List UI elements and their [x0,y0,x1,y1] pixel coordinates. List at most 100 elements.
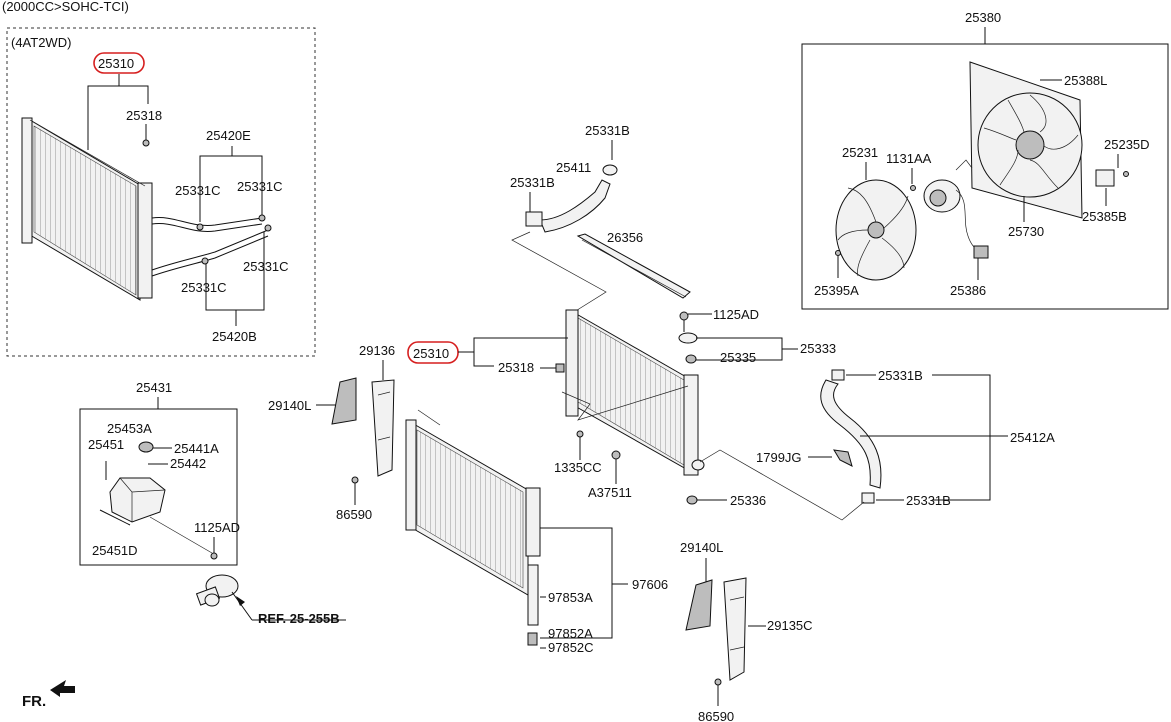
shroud-link-line [955,159,973,171]
filter-plug-icon [527,632,538,646]
part-25310-inset[interactable]: 25310 [98,56,134,71]
inset-oil-cooler-hoses[interactable] [151,214,272,277]
part-29140L-a[interactable]: 29140L [268,398,311,413]
part-1125AD-main[interactable]: 1125AD [713,307,759,322]
cooling-fan-blade[interactable] [835,179,917,281]
air-guard-29140L-b[interactable] [685,579,713,631]
guide-line-radiator [561,385,689,421]
part-29136[interactable]: 29136 [359,343,395,358]
part-25442[interactable]: 25442 [170,456,206,471]
hose-clamp-icon [525,211,543,227]
part-97853A[interactable]: 97853A [548,590,593,605]
bolt-icon [679,311,689,321]
part-25235D[interactable]: 25235D [1104,137,1150,152]
part-25412A[interactable]: 25412A [1010,430,1055,445]
front-direction-arrow-icon [50,680,75,697]
part-25420B[interactable]: 25420B [212,329,257,344]
part-25318-main[interactable]: 25318 [498,360,534,375]
air-guard-29136[interactable] [371,379,395,477]
bracket-icon [678,332,698,344]
part-1335CC[interactable]: 1335CC [554,460,602,475]
part-25453A[interactable]: 25453A [107,421,152,436]
ref-25-255B[interactable]: REF. 25-255B [258,611,340,626]
leader-25310-main-b [473,352,494,367]
fan-motor[interactable] [923,179,981,253]
part-29140L-b[interactable]: 29140L [680,540,723,555]
inset-radiator[interactable] [21,117,153,301]
hose-clip-1799JG[interactable] [833,449,853,467]
front-direction-label: FR. [22,693,46,710]
ac-condenser[interactable] [405,409,541,596]
part-25451D[interactable]: 25451D [92,543,138,558]
part-26356[interactable]: 26356 [607,230,643,245]
part-25331B-top[interactable]: 25331B [585,123,630,138]
part-25335[interactable]: 25335 [720,350,756,365]
leader-25310-inset-b [119,85,149,104]
part-25331B-r2[interactable]: 25331B [906,493,951,508]
part-25333[interactable]: 25333 [800,341,836,356]
part-25331C-a[interactable]: 25331C [175,183,221,198]
part-29135C[interactable]: 29135C [767,618,813,633]
part-25231[interactable]: 25231 [842,145,878,160]
air-guard-29140L-a[interactable] [331,377,357,425]
radiator-seal-strip[interactable] [576,233,691,299]
reservoir-group-frame [79,408,238,566]
leader-1125AD-res [149,516,213,554]
part-25411[interactable]: 25411 [556,160,591,175]
part-25331B-l[interactable]: 25331B [510,175,555,190]
part-1131AA[interactable]: 1131AA [886,151,932,166]
part-25385B[interactable]: 25385B [1082,209,1127,224]
part-25331C-d[interactable]: 25331C [181,280,227,295]
reservoir-outlet-fitting[interactable] [195,574,239,607]
leader-25420E-b [232,155,263,215]
hose-clamp-icon [602,164,618,176]
part-25451[interactable]: 25451 [88,437,124,452]
part-25331C-c[interactable]: 25331C [243,259,289,274]
coolant-reservoir[interactable] [109,477,166,523]
part-25380[interactable]: 25380 [965,10,1001,25]
part-97852C[interactable]: 97852C [548,640,594,655]
air-guard-29135C[interactable] [723,577,747,681]
part-25431[interactable]: 25431 [136,380,172,395]
part-97606[interactable]: 97606 [632,577,668,592]
hose-clamp-icon [831,369,845,381]
part-25441A[interactable]: 25441A [174,441,219,456]
leader-25310-inset-a [87,74,120,150]
part-25310-main[interactable]: 25310 [413,346,449,361]
part-25420E[interactable]: 25420E [206,128,251,143]
part-1125AD-res[interactable]: 1125AD [194,520,240,535]
part-25730[interactable]: 25730 [1008,224,1044,239]
part-25336[interactable]: 25336 [730,493,766,508]
part-97852A[interactable]: 97852A [548,626,593,641]
lower-radiator-hose[interactable] [820,379,882,489]
main-radiator[interactable] [565,309,705,476]
engine-spec-label: (2000CC>SOHC-TCI) [2,0,129,14]
part-25386[interactable]: 25386 [950,283,986,298]
part-1799JG[interactable]: 1799JG [756,450,802,465]
receiver-drier[interactable] [527,564,539,626]
part-A37511[interactable]: A37511 [588,485,632,500]
fan-resistor-25385B[interactable] [1095,169,1115,187]
bolt-icon [210,552,218,560]
screw-icon [910,185,916,191]
part-86590-b[interactable]: 86590 [698,709,734,722]
fan-shroud[interactable] [969,61,1083,219]
mount-insulator-icon [686,495,698,505]
mount-insulator-icon [685,354,697,364]
leader-25420E-a [199,146,233,222]
upper-radiator-hose[interactable] [539,179,611,233]
variant-label: (4AT2WD) [11,35,71,50]
part-86590-a[interactable]: 86590 [336,507,372,522]
fan-assembly-frame [801,43,1169,310]
leader-25310-main-a [458,337,568,353]
part-25331C-b[interactable]: 25331C [237,179,283,194]
guide-line-hose [511,231,607,313]
part-25318-inset[interactable]: 25318 [126,108,162,123]
reservoir-hose [99,509,131,526]
part-25388L[interactable]: 25388L [1064,73,1107,88]
leader-25412A-bracket [932,374,991,501]
part-25395A[interactable]: 25395A [814,283,859,298]
drain-cock-icon [611,450,621,460]
part-25331B-r1[interactable]: 25331B [878,368,923,383]
